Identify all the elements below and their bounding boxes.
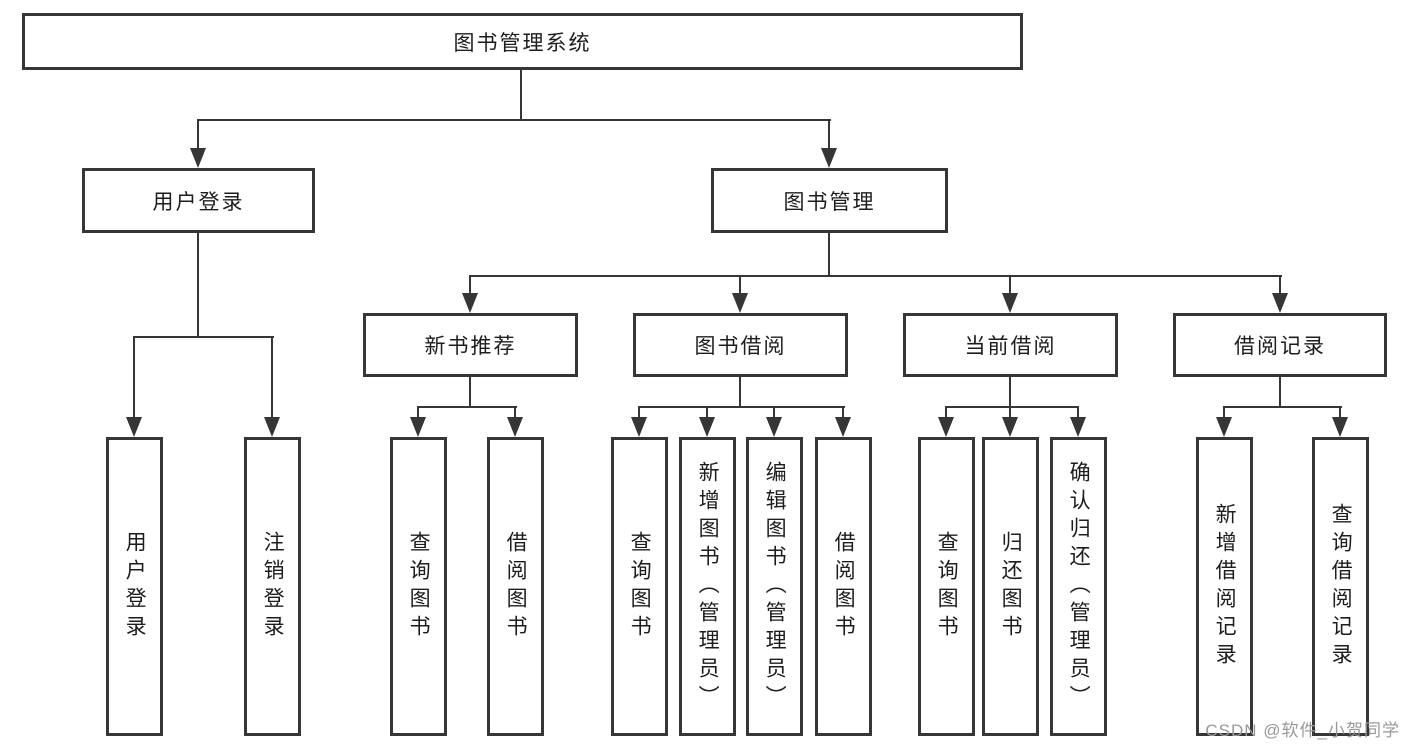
leaf-logout: 注销登录 <box>244 437 301 736</box>
connector-stem-leaf <box>945 406 947 419</box>
leaf-label: 归还图书 <box>999 530 1023 643</box>
connector-stem-leaf <box>1009 406 1011 419</box>
arrow-down-icon <box>1272 293 1288 313</box>
connector-book-borrow-hbar <box>638 406 845 408</box>
arrow-down-icon <box>1002 417 1018 437</box>
node-new-book-recommend: 新书推荐 <box>363 313 578 377</box>
connector-current-borrow-hbar <box>945 406 1079 408</box>
leaf-label: 用户登录 <box>123 530 147 643</box>
connector-user-login-hbar <box>133 336 274 338</box>
arrow-down-icon <box>835 417 851 437</box>
node-user-login: 用户登录 <box>82 168 315 233</box>
connector-book-borrow-stem <box>739 377 741 408</box>
leaf-label: 确认归还（管理员） <box>1067 460 1091 713</box>
csdn-watermark: CSDN @软件_小贺同学 <box>1205 721 1400 740</box>
node-label: 当前借阅 <box>964 335 1057 358</box>
node-root-library-system: 图书管理系统 <box>22 13 1023 70</box>
arrow-down-icon <box>507 417 523 437</box>
connector-stem-leaf <box>1223 406 1225 419</box>
node-current-borrow: 当前借阅 <box>903 313 1118 377</box>
leaf-label: 新增图书（管理员） <box>696 460 720 713</box>
arrow-down-icon <box>264 417 280 437</box>
connector-stem-leaf-user-login <box>133 336 135 419</box>
node-label: 图书借阅 <box>694 335 787 358</box>
leaf-borrow-books: 借阅图书 <box>815 437 872 736</box>
leaf-add-books-admin: 新增图书（管理员） <box>679 437 736 736</box>
connector-stem-book-borrow <box>739 275 741 295</box>
leaf-query-books-borrow: 查询图书 <box>611 437 668 736</box>
connector-stem-current-borrow <box>1009 275 1011 295</box>
connector-stem-leaf-logout <box>271 336 273 419</box>
connector-stem-book-management <box>828 119 830 150</box>
node-label: 借阅记录 <box>1234 335 1326 358</box>
node-book-borrow: 图书借阅 <box>633 313 848 377</box>
connector-book-management-hbar <box>469 275 1282 277</box>
arrow-down-icon <box>766 417 782 437</box>
arrow-down-icon <box>821 148 837 168</box>
leaf-query-books-recommend: 查询图书 <box>390 437 447 736</box>
arrow-down-icon <box>1216 417 1232 437</box>
leaf-label: 查询借阅记录 <box>1329 502 1353 671</box>
arrow-down-icon <box>1070 417 1086 437</box>
leaf-label: 新增借阅记录 <box>1213 502 1237 671</box>
leaf-label: 注销登录 <box>261 530 285 643</box>
connector-new-book-stem <box>469 377 471 408</box>
connector-root-stem <box>520 70 522 119</box>
connector-stem-leaf <box>514 406 516 419</box>
leaf-label: 查询图书 <box>407 530 431 643</box>
connector-stem-leaf <box>417 406 419 419</box>
leaf-query-books-current: 查询图书 <box>918 437 975 736</box>
leaf-return-books: 归还图书 <box>982 437 1039 736</box>
leaf-borrow-books-recommend: 借阅图书 <box>487 437 544 736</box>
connector-stem-user-login <box>197 119 199 150</box>
leaf-query-borrow-record: 查询借阅记录 <box>1312 437 1369 736</box>
connector-stem-leaf <box>638 406 640 419</box>
arrow-down-icon <box>699 417 715 437</box>
connector-root-hbar <box>197 119 831 121</box>
connector-stem-leaf <box>1077 406 1079 419</box>
connector-book-management-stem <box>828 233 830 277</box>
connector-borrow-records-hbar <box>1223 406 1342 408</box>
node-label: 图书管理 <box>783 190 876 214</box>
leaf-user-login: 用户登录 <box>106 437 163 736</box>
connector-stem-leaf <box>706 406 708 419</box>
connector-user-login-stem <box>197 233 199 336</box>
arrow-down-icon <box>190 148 206 168</box>
leaf-label: 借阅图书 <box>504 530 528 643</box>
leaf-label: 借阅图书 <box>832 530 856 643</box>
connector-current-borrow-stem <box>1009 377 1011 408</box>
leaf-edit-books-admin: 编辑图书（管理员） <box>746 437 803 736</box>
node-label: 新书推荐 <box>424 335 517 358</box>
connector-stem-leaf <box>773 406 775 419</box>
connector-stem-leaf <box>842 406 844 419</box>
leaf-label: 编辑图书（管理员） <box>763 460 787 713</box>
leaf-confirm-return-admin: 确认归还（管理员） <box>1050 437 1107 736</box>
connector-new-book-hbar <box>417 406 517 408</box>
arrow-down-icon <box>631 417 647 437</box>
node-book-management: 图书管理 <box>711 168 948 233</box>
arrow-down-icon <box>410 417 426 437</box>
leaf-label: 查询图书 <box>628 530 652 643</box>
connector-stem-borrow-records <box>1279 275 1281 295</box>
leaf-label: 查询图书 <box>935 530 959 643</box>
connector-stem-new-book <box>469 275 471 295</box>
arrow-down-icon <box>1332 417 1348 437</box>
node-label: 图书管理系统 <box>453 31 592 55</box>
leaf-add-borrow-record: 新增借阅记录 <box>1196 437 1253 736</box>
arrow-down-icon <box>732 293 748 313</box>
arrow-down-icon <box>1002 293 1018 313</box>
connector-stem-leaf <box>1339 406 1341 419</box>
node-label: 用户登录 <box>152 190 245 214</box>
arrow-down-icon <box>938 417 954 437</box>
node-borrow-records: 借阅记录 <box>1173 313 1387 377</box>
arrow-down-icon <box>462 293 478 313</box>
connector-borrow-records-stem <box>1279 377 1281 408</box>
arrow-down-icon <box>126 417 142 437</box>
